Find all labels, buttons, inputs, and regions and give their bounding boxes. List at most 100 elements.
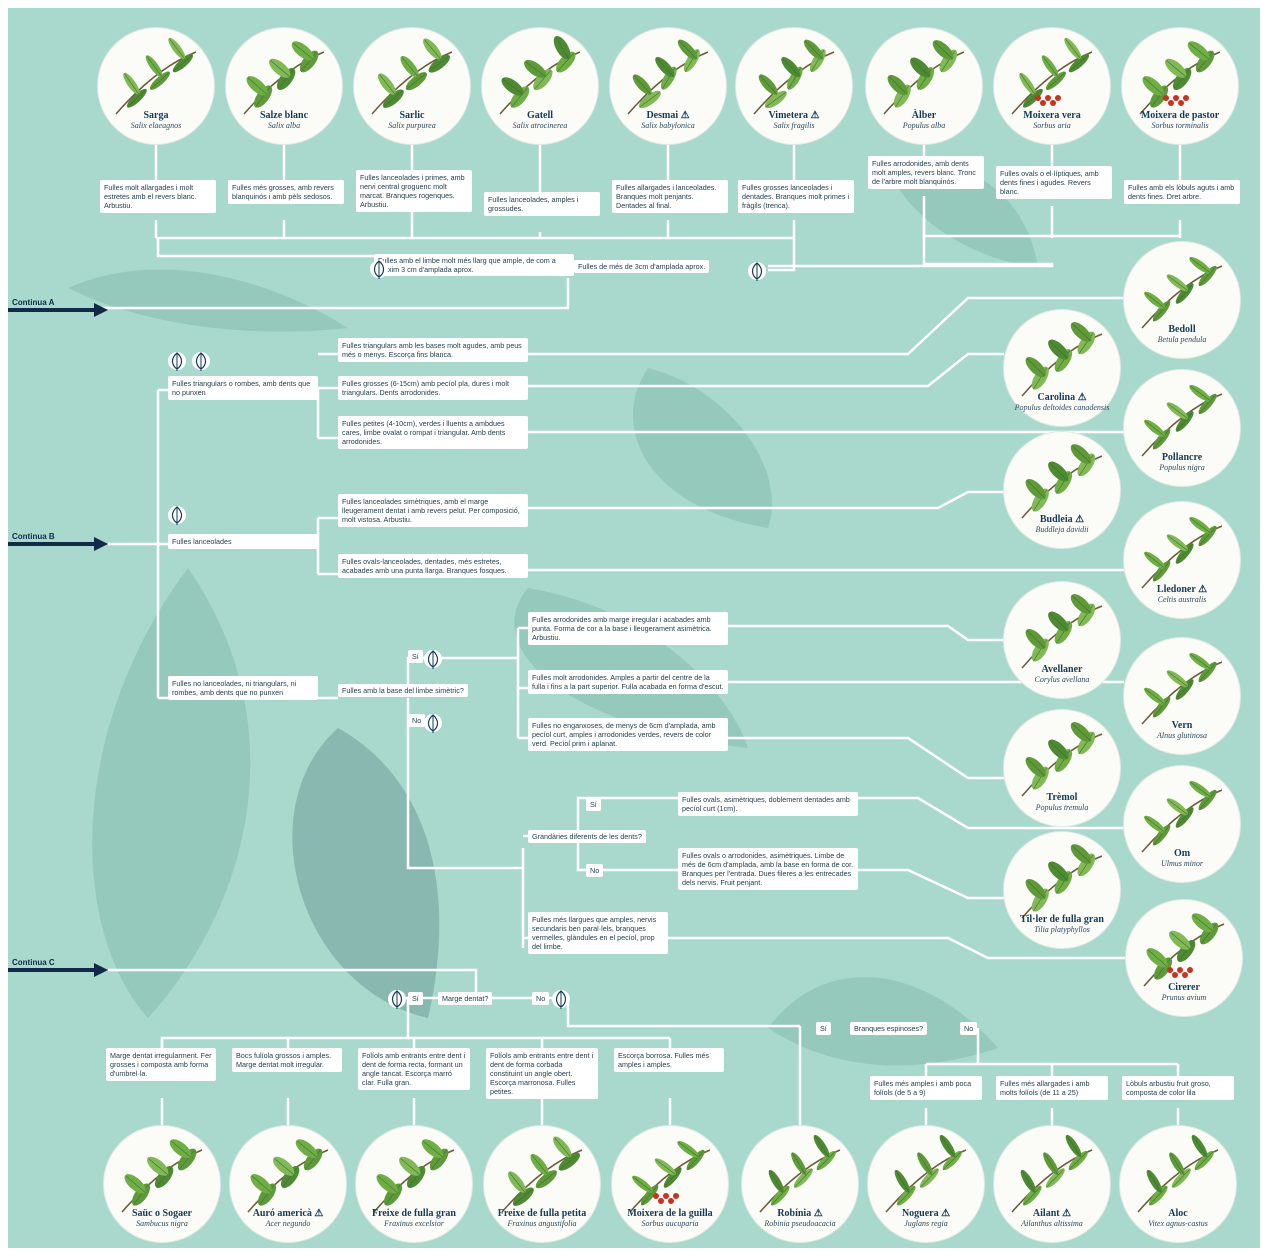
serrated-no-label: No <box>532 992 549 1005</box>
spines-question: Branques espinoses? <box>850 1022 927 1035</box>
mid-description-box: Fulles petites (4-10cm), verdes i lluent… <box>338 416 528 449</box>
species-circle-top-5[interactable]: Vimetera ⚠Salix fragilis <box>736 28 852 144</box>
species-latin-name: Sorbus torminalis <box>1122 121 1238 130</box>
species-name: Desmai ⚠ <box>610 110 726 121</box>
mid-description-box: Fulles ovals-lanceolades, dentades, més … <box>338 554 528 578</box>
species-name: Cirerer <box>1126 982 1242 993</box>
species-name: Om <box>1124 848 1240 859</box>
top-description-box: Fulles arrodonides, amb dents molt ample… <box>868 156 984 189</box>
species-latin-name: Sorbus aucuparia <box>612 1219 728 1228</box>
species-circle-top-4[interactable]: Desmai ⚠Salix babylonica <box>610 28 726 144</box>
connector-line <box>98 278 568 308</box>
species-latin-name: Populus tremula <box>1004 803 1120 812</box>
triangle-leaf-icon <box>168 350 186 372</box>
top-description-box: Fulles molt allargades i molt estretes a… <box>100 180 216 213</box>
serrated-question: Marge dentat? <box>438 992 492 1005</box>
top-description-box: Fulles grosses lanceolades i dentades. B… <box>738 180 854 213</box>
species-latin-name: Populus alba <box>866 121 982 130</box>
species-name: Budleia ⚠ <box>1004 514 1120 525</box>
bottom-description-box: Lòbuls arbustiu fruit groso, composta de… <box>1122 1076 1234 1100</box>
asymmetric-leaf-icon <box>424 712 442 734</box>
bottom-description-box: Bocs fulíola grossos i amples. Marge den… <box>232 1048 342 1072</box>
bottom-description-box: Escorça borrosa. Fulles més amples i amp… <box>614 1048 724 1072</box>
tooth-size-no-label: No <box>586 864 603 877</box>
species-circle-bottom-6[interactable]: Noguera ⚠Juglans regia <box>868 1126 984 1242</box>
rhombus-leaf-icon <box>192 350 210 372</box>
bottom-description-box: Fulles més allargades i amb molts folíol… <box>996 1076 1108 1100</box>
species-latin-name: Fraxinus excelsior <box>356 1219 472 1228</box>
top-description-box: Fulles lanceolades, amples i grossudes. <box>484 192 600 216</box>
bottom-description-box: Folíols amb entrants entre dent i dent d… <box>358 1048 470 1090</box>
species-name: Moixera de la guilla <box>612 1208 728 1219</box>
mid-description-box: Fulles ovals o arrodonides, asimètriques… <box>678 848 858 890</box>
species-latin-name: Celtis australis <box>1124 595 1240 604</box>
species-circle-right-3[interactable]: Budleia ⚠Buddleja davidii <box>1004 432 1120 548</box>
continue-arrow-icon <box>8 303 110 317</box>
triangular-leaves-question: Fulles triangulars o rombes, amb dents q… <box>168 376 318 400</box>
tooth-size-yes-label: Sí <box>586 798 601 811</box>
species-name: Salze blanc <box>226 110 342 121</box>
species-circle-bottom-5[interactable]: Robínia ⚠Robinia pseudoacacia <box>742 1126 858 1242</box>
connector-line <box>728 626 1004 640</box>
top-description-box: Fulles ovals o el·líptiques, amb dents f… <box>996 166 1112 199</box>
bottom-description-box: Fulles més amples i amb poca folíols (de… <box>870 1076 982 1100</box>
species-latin-name: Salix fragilis <box>736 121 852 130</box>
species-name: Pollancre <box>1124 452 1240 463</box>
species-latin-name: Fraxinus angustifolia <box>484 1219 600 1228</box>
species-latin-name: Vitex agnus-castus <box>1120 1219 1236 1228</box>
species-latin-name: Salix babylonica <box>610 121 726 130</box>
narrow-leaves-question: Fulles amb el limbe molt més llarg que a… <box>374 254 574 276</box>
species-latin-name: Sorbus aria <box>994 121 1110 130</box>
species-name: Vimetera ⚠ <box>736 110 852 121</box>
mid-description-box: Fulles lanceolades simètriques, amb el m… <box>338 494 528 527</box>
species-latin-name: Prunus avium <box>1126 993 1242 1002</box>
connector-line <box>162 998 408 1048</box>
species-latin-name: Ulmus minor <box>1124 859 1240 868</box>
species-latin-name: Populus deltoides canadensis <box>1004 403 1120 412</box>
connector-line <box>768 236 1052 266</box>
species-name: Carolina ⚠ <box>1004 392 1120 403</box>
species-latin-name: Tilia platyphyllos <box>1004 925 1120 934</box>
symmetric-leaf-icon <box>424 648 442 670</box>
narrow-leaf-icon <box>370 258 388 280</box>
species-name: Sarlic <box>354 110 470 121</box>
smooth-leaf-icon <box>552 988 570 1010</box>
species-name: Gatell <box>482 110 598 121</box>
species-name: Ailant ⚠ <box>994 1208 1110 1219</box>
species-circle-right-1[interactable]: Carolina ⚠Populus deltoides canadensis <box>1004 310 1120 426</box>
mid-description-box: Fulles grosses (6-15cm) amb pecíol pla, … <box>338 376 528 400</box>
species-latin-name: Alnus glutinosa <box>1124 731 1240 740</box>
species-name: Aloc <box>1120 1208 1236 1219</box>
species-name: Moixera vera <box>994 110 1110 121</box>
spines-no-label: No <box>960 1022 977 1035</box>
species-circle-bottom-7[interactable]: Ailant ⚠Ailanthus altissima <box>994 1126 1110 1242</box>
species-circle-bottom-1[interactable]: Auró americà ⚠Acer negundo <box>230 1126 346 1242</box>
mid-description-box: Fulles arrodonides amb marge irregular i… <box>528 612 728 645</box>
species-name: Sarga <box>98 110 214 121</box>
top-description-box: Fulles lanceolades i primes, amb nervi c… <box>356 170 472 212</box>
species-name: Freixe de fulla petita <box>484 1208 600 1219</box>
species-circle-right-4[interactable]: Lledoner ⚠Celtis australis <box>1124 502 1240 618</box>
species-name: Freixe de fulla gran <box>356 1208 472 1219</box>
